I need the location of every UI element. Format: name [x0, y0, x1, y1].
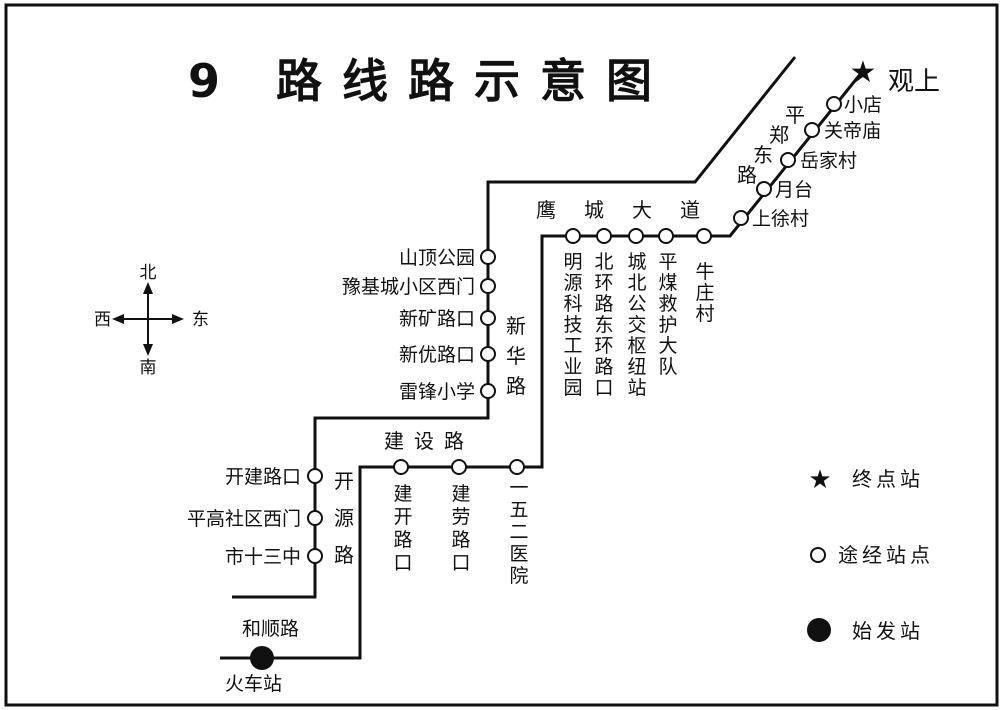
origin-road-label: 和顺路 — [242, 618, 299, 640]
legend-terminal-label: 终点站 — [852, 467, 924, 491]
stop-label: 新矿路口 — [399, 308, 475, 330]
stop-label: 雷锋小学 — [399, 381, 475, 403]
north-arrow-icon — [143, 282, 153, 294]
east-arrow-icon — [172, 314, 184, 324]
road-label-kaiyuan: 开源路 — [334, 469, 354, 567]
kaiyuan-road-stops: 市十三中 平高社区西门 开建路口 — [187, 466, 323, 568]
legend: ★ 终点站 途经站点 始发站 — [807, 465, 934, 643]
compass: 北 南 东 西 — [94, 263, 209, 378]
stop-marker — [658, 228, 674, 244]
stop-label: 平煤救护大队 — [658, 251, 677, 378]
stop-label: 一五二医院 — [509, 477, 528, 587]
stop-marker — [307, 510, 323, 526]
compass-east-label: 东 — [192, 310, 209, 330]
south-arrow-icon — [143, 344, 153, 356]
west-arrow-icon — [112, 314, 124, 324]
road-label-xinhua: 新华路 — [506, 314, 526, 398]
map-title: 9 路线路示意图 — [188, 54, 672, 108]
stop-label: 山顶公园 — [399, 247, 475, 269]
origin-station-icon — [250, 646, 274, 670]
stop-label: 明源科技工业园 — [563, 251, 582, 399]
stop-label: 牛庄村 — [695, 261, 714, 325]
stop-marker — [628, 228, 644, 244]
stop-marker — [696, 228, 712, 244]
stop-label: 建开路口 — [393, 483, 412, 574]
stop-marker — [393, 459, 409, 475]
xinhua-road-stops: 雷锋小学 新优路口 新矿路口 豫基城小区西门 山顶公园 — [342, 247, 496, 403]
stop-marker — [733, 210, 749, 226]
compass-north-label: 北 — [140, 263, 157, 283]
terminal-star-icon: ★ — [808, 465, 831, 495]
stop-label: 城北公交枢纽站 — [627, 251, 646, 399]
origin-station-icon — [807, 618, 831, 642]
origin-station-label: 火车站 — [225, 673, 282, 695]
compass-west-label: 西 — [94, 310, 111, 330]
stop-label: 开建路口 — [225, 466, 301, 488]
stop-marker — [565, 228, 581, 244]
stop-label: 豫基城小区西门 — [342, 276, 475, 298]
stop-label: 小店 — [844, 94, 882, 116]
stop-marker — [451, 459, 467, 475]
stop-marker — [480, 346, 496, 362]
stop-label: 北环路东环路口 — [594, 251, 613, 399]
legend-stop-label: 途经站点 — [838, 543, 934, 567]
compass-south-label: 南 — [140, 358, 157, 378]
stop-marker — [509, 459, 525, 475]
road-label-pingzheng: 平郑东路 — [737, 103, 805, 187]
stop-label: 关帝庙 — [824, 120, 881, 142]
yingcheng-road-stops: 明源科技工业园 北环路东环路口 城北公交枢纽站 平煤救护大队 牛庄村 — [563, 228, 715, 399]
stop-marker — [480, 310, 496, 326]
stop-label: 市十三中 — [225, 546, 301, 568]
stop-label: 上徐村 — [752, 208, 809, 230]
road-label-yingcheng: 鹰城大道 — [536, 198, 728, 222]
route-line — [220, 71, 864, 660]
stop-label: 岳家村 — [800, 150, 857, 172]
stop-label: 建劳路口 — [451, 483, 470, 574]
stop-marker — [480, 278, 496, 294]
terminal-star-icon: ★ — [850, 55, 877, 90]
stop-label: 新优路口 — [399, 344, 475, 366]
stop-marker — [480, 249, 496, 265]
jianshe-road-stops: 建开路口 建劳路口 一五二医院 — [393, 459, 529, 587]
road-label-jianshe: 建设路 — [384, 429, 474, 453]
stop-marker — [307, 468, 323, 484]
pingzheng-road-stops: 上徐村 月台 岳家村 关帝庙 小店 — [733, 94, 882, 230]
map-frame — [4, 3, 999, 707]
stop-marker — [780, 152, 796, 168]
stop-marker — [756, 181, 772, 197]
terminal-station-label: 观上 — [888, 67, 940, 97]
road-edge-line — [232, 56, 797, 599]
stop-label: 平高社区西门 — [187, 508, 301, 530]
stop-label: 月台 — [775, 179, 813, 201]
stop-marker — [810, 547, 826, 563]
legend-origin-label: 始发站 — [852, 619, 924, 643]
stop-marker — [307, 548, 323, 564]
stop-marker — [596, 228, 612, 244]
stop-marker — [480, 383, 496, 399]
stop-marker — [804, 122, 820, 138]
stop-marker — [826, 96, 842, 112]
